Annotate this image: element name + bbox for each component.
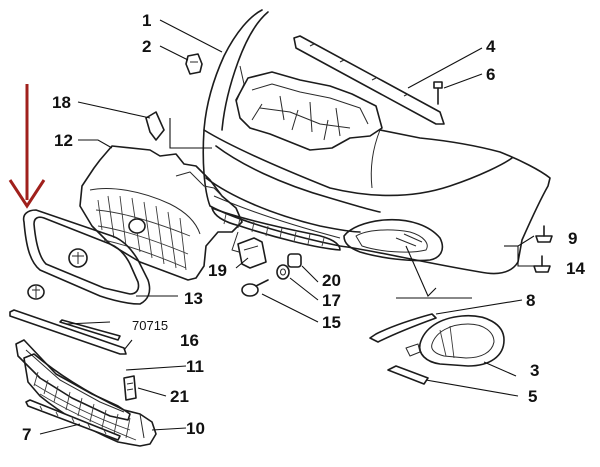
impact-absorber (235, 71, 383, 151)
bottom-strip-part-7 (25, 399, 121, 441)
callout-19: 19 (208, 261, 227, 280)
leader-lines (39, 19, 535, 435)
emblem (27, 284, 45, 300)
bumper-lower-grille (211, 207, 341, 255)
highlight-arrow (8, 84, 46, 209)
callout-9: 9 (568, 229, 577, 248)
callout-13: 13 (184, 289, 203, 308)
callout-labels: 1 2 4 6 18 12 9 14 19 20 17 15 13 8 7071… (22, 11, 585, 444)
callout-1: 1 (142, 11, 151, 30)
fog-bezel-part-3 (405, 315, 505, 367)
callout-5: 5 (528, 387, 537, 406)
callout-11: 11 (186, 357, 204, 376)
screw-part-6 (433, 81, 443, 105)
callout-6: 6 (486, 65, 495, 84)
grille-surround-part-13 (22, 209, 151, 305)
callout-18: 18 (52, 93, 71, 112)
callout-8: 8 (526, 291, 535, 310)
callout-2: 2 (142, 37, 151, 56)
callout-21: 21 (170, 387, 189, 406)
callout-reference: 70715 (132, 318, 168, 333)
callout-20: 20 (322, 271, 341, 290)
callout-16: 16 (180, 331, 199, 350)
callout-17: 17 (322, 291, 341, 310)
trim-piece-part-5 (387, 365, 429, 385)
lower-grille-part-10 (23, 353, 157, 447)
callout-15: 15 (322, 313, 341, 332)
upper-strip-part-4 (293, 35, 445, 125)
trim-strip-part-16 (9, 309, 127, 355)
grommet-part-20 (287, 253, 302, 268)
washer-part-17 (276, 264, 290, 280)
callout-10: 10 (186, 419, 205, 438)
bumper-cover (202, 9, 551, 275)
callout-4: 4 (486, 37, 496, 56)
lower-grille-frame-part-11 (15, 339, 131, 421)
bracket-part-18 (145, 111, 165, 141)
push-clip-part-9 (535, 225, 553, 243)
fog-trim-part-8 (369, 313, 437, 343)
callout-14: 14 (566, 259, 585, 278)
push-clip-part-14 (533, 255, 551, 273)
clip-part-2 (185, 53, 203, 75)
inner-grille-part-12 (79, 145, 243, 281)
pad-part-21 (123, 375, 137, 401)
callout-7: 7 (22, 425, 31, 444)
callout-12: 12 (54, 131, 73, 150)
callout-3: 3 (530, 361, 539, 380)
screw-part-15 (241, 279, 269, 297)
